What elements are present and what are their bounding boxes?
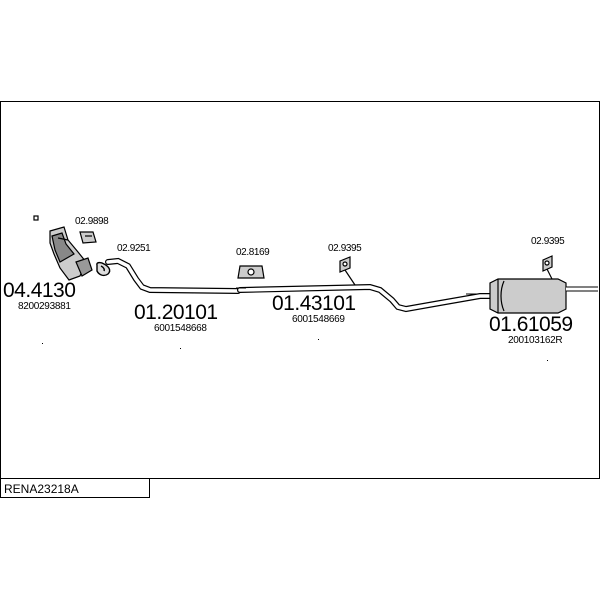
oe-number-label: 6001548668: [154, 323, 207, 334]
ring-02-9251-part: [96, 261, 111, 277]
code-box: [0, 478, 150, 498]
accessory-label: 02.9395: [531, 236, 565, 247]
oe-number-label: 8200293881: [18, 301, 71, 312]
marker-dot: [547, 360, 548, 361]
accessory-label: 02.9251: [117, 243, 151, 254]
rubber-mount-02-9395-a-part: [339, 256, 356, 286]
part-number-label: 04.4130: [3, 279, 76, 302]
accessory-label: 02.9898: [75, 216, 109, 227]
oe-number-label: 6001548669: [292, 314, 345, 325]
clamp-02-9898-part: [79, 231, 97, 244]
marker-dot: [180, 348, 181, 349]
accessory-label: 02.9395: [328, 243, 362, 254]
oe-number-label: 200103162R: [508, 335, 563, 346]
hanger-02-8169-part: [237, 265, 265, 279]
rubber-mount-02-9395-b-part: [542, 255, 553, 280]
accessory-label: 02.8169: [236, 247, 270, 258]
part-number-label: 01.20101: [134, 301, 218, 324]
diagram-code-label: RENA23218A: [4, 482, 79, 496]
part-number-label: 01.61059: [489, 313, 573, 336]
marker-dot: [318, 339, 319, 340]
part-number-label: 01.43101: [272, 292, 356, 315]
marker-dot: [42, 343, 43, 344]
rear-silencer-part: [489, 278, 598, 314]
catalytic-converter-part: [33, 215, 93, 281]
